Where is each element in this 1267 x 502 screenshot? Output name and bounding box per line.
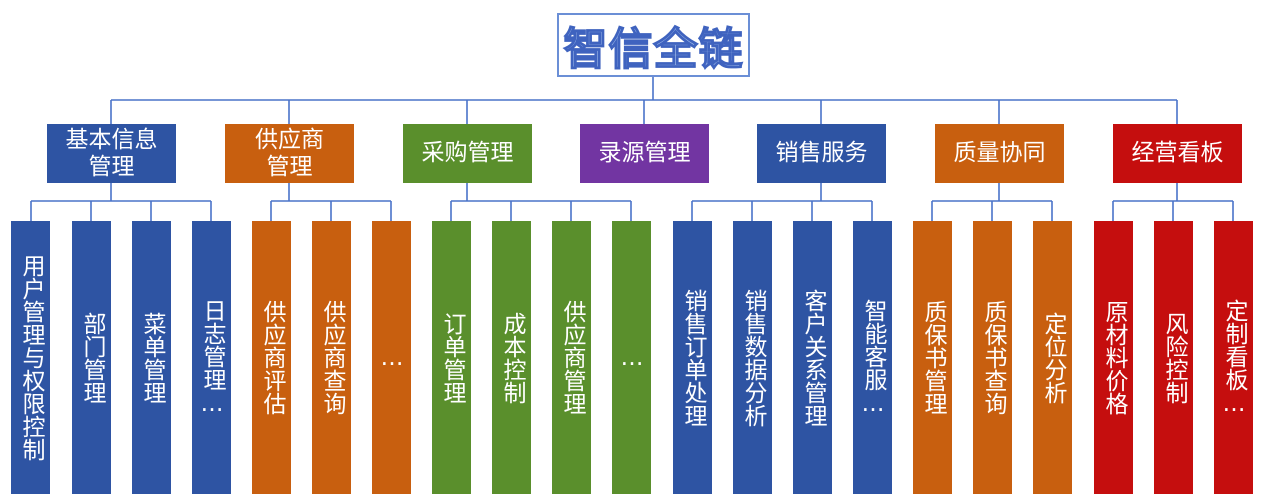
leaf-supplier-more: … <box>372 221 411 494</box>
leaf-procurement-more: … <box>612 221 651 494</box>
leaf-customer-relations: 客户关系管理 <box>793 221 832 494</box>
root-title: 智信全链 <box>563 23 744 75</box>
leaf-cost-control: 成本控制 <box>492 221 531 494</box>
leaf-supplier-evaluation: 供应商评估 <box>252 221 291 494</box>
leaf-supplier-query: 供应商查询 <box>312 221 351 494</box>
leaf-location-analysis: 定位分析 <box>1033 221 1072 494</box>
leaf-user-permission: 用户管理与权限控制 <box>11 221 50 494</box>
category-procurement-management: 采购管理 <box>403 124 532 183</box>
leaf-sales-order: 销售订单处理 <box>673 221 712 494</box>
category-supplier-management: 供应商 管理 <box>225 124 354 183</box>
leaf-department: 部门管理 <box>72 221 111 494</box>
leaf-warranty-query: 质保书查询 <box>973 221 1012 494</box>
leaf-risk-control: 风险控制 <box>1154 221 1193 494</box>
category-sales-service: 销售服务 <box>757 124 886 183</box>
leaf-log: 日志管理… <box>192 221 231 494</box>
category-basic-info-management: 基本信息 管理 <box>47 124 176 183</box>
leaf-order-management: 订单管理 <box>432 221 471 494</box>
category-quality-collaboration: 质量协同 <box>935 124 1064 183</box>
category-source-management: 录源管理 <box>580 124 709 183</box>
leaf-sales-analysis: 销售数据分析 <box>733 221 772 494</box>
leaf-warranty-management: 质保书管理 <box>913 221 952 494</box>
category-business-dashboard: 经营看板 <box>1113 124 1242 183</box>
root-node: 智信全链 <box>557 13 750 77</box>
leaf-material-price: 原材料价格 <box>1094 221 1133 494</box>
leaf-menu: 菜单管理 <box>132 221 171 494</box>
leaf-procurement-supplier: 供应商管理 <box>552 221 591 494</box>
leaf-custom-dashboard: 定制看板… <box>1214 221 1253 494</box>
leaf-smart-service: 智能客服… <box>853 221 892 494</box>
